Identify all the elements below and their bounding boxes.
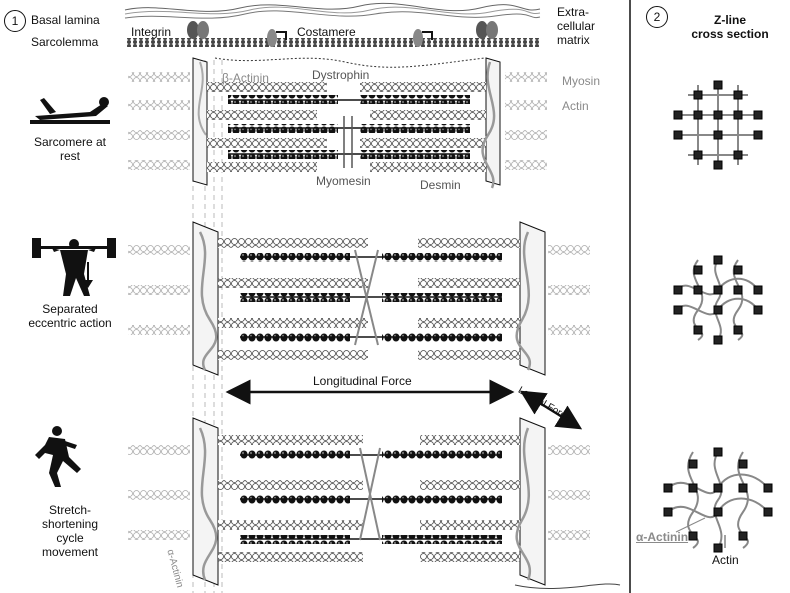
dystrophin-strand <box>214 57 486 68</box>
myosin-label: Myosin <box>562 74 601 88</box>
panel1-number: 1 <box>4 10 26 32</box>
runner-icon <box>35 426 81 487</box>
down-arrow-icon <box>83 262 93 288</box>
weightlifter-icon <box>32 238 116 296</box>
costamere-icon <box>413 29 433 47</box>
state-eccentric-label: Separated eccentric action <box>28 302 112 330</box>
dystrophin-label: Dystrophin <box>312 68 370 82</box>
alpha-actinin-pointer <box>675 517 706 533</box>
costamere-icon <box>267 29 287 47</box>
costamere-label: Costamere <box>297 25 356 39</box>
panel2-actin-label: Actin <box>712 553 739 567</box>
desmin-label: Desmin <box>420 178 461 192</box>
panel2-title: Z-line cross section <box>691 13 769 41</box>
sarcomere-ssc <box>128 417 621 590</box>
state-rest-label: Sarcomere at rest <box>33 135 107 163</box>
basal-lamina-label: Basal lamina <box>31 13 100 27</box>
basal-lamina <box>124 2 541 19</box>
actin-label: Actin <box>562 99 589 113</box>
zline-cross-section-eccentric <box>673 255 763 345</box>
lateral-force-arrow <box>519 390 583 430</box>
panel2-number: 2 <box>646 6 668 28</box>
sarcolemma-bilayer <box>125 38 540 47</box>
integrin-icon <box>187 21 209 39</box>
sarcolemma-label: Sarcolemma <box>31 35 99 49</box>
sarcomere-eccentric <box>128 221 590 376</box>
longitudinal-force-label: Longitudinal Force <box>313 374 412 388</box>
state-ssc-label: Stretch- shortening cycle movement <box>41 503 99 559</box>
beta-actinin-label: β-Actinin <box>222 71 269 85</box>
panel2-alpha-actinin-label: α-Actinin <box>636 530 689 544</box>
integrin-label: Integrin <box>131 25 172 39</box>
sarcomere-rest <box>128 57 547 189</box>
extracellular-matrix-label: Extra- cellular matrix <box>557 5 596 47</box>
integrin-icon <box>476 21 498 39</box>
lying-person-icon <box>30 97 110 124</box>
zline-cross-section-ssc <box>663 447 773 553</box>
connector-to-zline <box>514 583 621 590</box>
zline-cross-section-rest <box>673 80 763 170</box>
myomesin-label: Myomesin <box>316 174 371 188</box>
